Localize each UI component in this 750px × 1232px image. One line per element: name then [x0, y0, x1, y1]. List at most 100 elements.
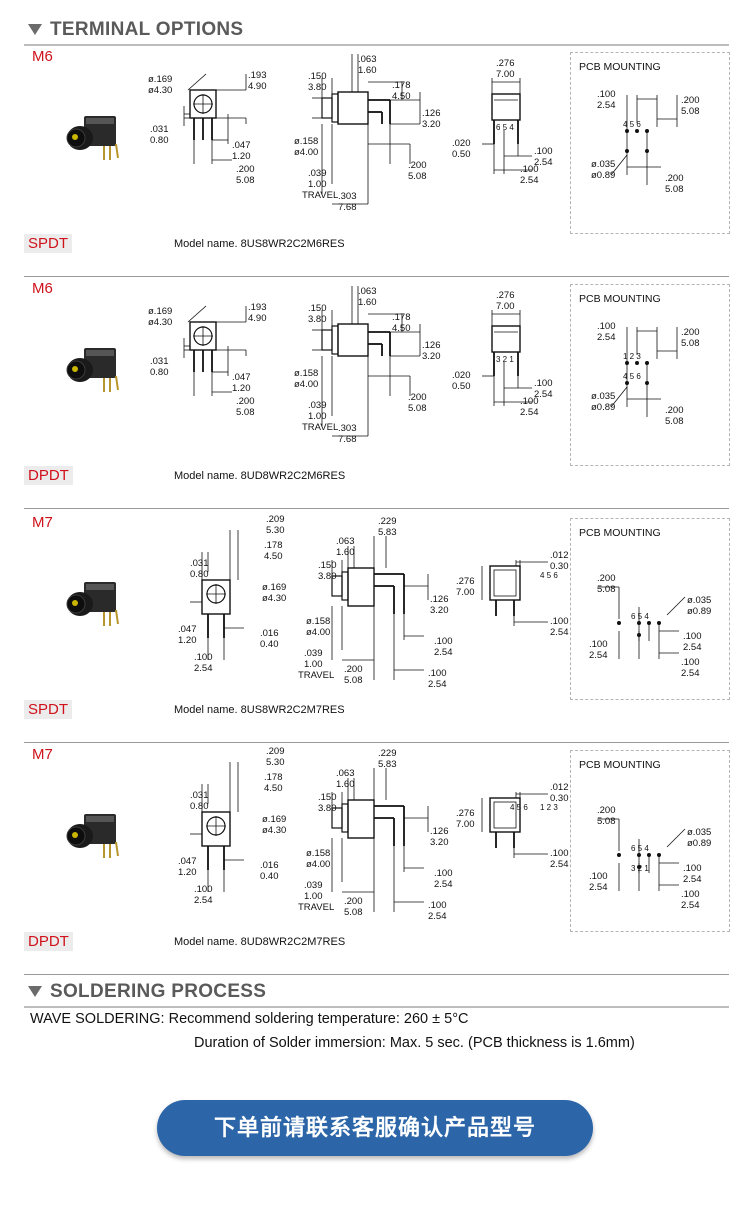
dimension-label: .100: [534, 146, 553, 157]
end-view-drawing: .012 0.30 .276 7.00 .100 2.54 1 2 3 4 5 …: [456, 782, 569, 870]
dimension-label: .276: [496, 290, 515, 301]
dimension-label: .039: [308, 168, 327, 179]
dimension-label: TRAVEL: [298, 902, 334, 913]
dimension-label: 3.80: [318, 803, 337, 814]
dimension-label: .016: [260, 860, 279, 871]
dimension-label: 5.08: [408, 403, 427, 414]
terminal-code: M7: [32, 514, 53, 531]
dimension-label: 7.00: [496, 301, 515, 312]
dimension-label: 6 5 4: [631, 612, 649, 621]
dimension-label: 2.54: [681, 668, 700, 679]
dimension-label: .209: [266, 746, 285, 757]
pcb-mounting-title: PCB MOUNTING: [579, 61, 661, 73]
dimension-label: ø.158: [294, 368, 318, 379]
dimension-label: ø4.30: [262, 593, 286, 604]
dimension-label: 7.00: [496, 69, 515, 80]
end-view-drawing: .276 7.00 .020 0.50 .100 2.54 .100 2.54 …: [452, 290, 553, 418]
dimension-label: 3.20: [422, 119, 441, 130]
dimension-label: 1.60: [336, 547, 355, 558]
dimension-label: .100: [589, 639, 608, 650]
dimension-label: ø.169: [262, 814, 286, 825]
dimension-label: 1.60: [358, 65, 377, 76]
dimension-label: 1.00: [304, 659, 323, 670]
dimension-label: 3 2 1: [631, 864, 649, 873]
dimension-label: 1.20: [178, 867, 197, 878]
dimension-label: 0.80: [150, 135, 169, 146]
dimension-label: ø4.00: [306, 627, 330, 638]
dimension-label: 5.08: [344, 907, 363, 918]
side-view-drawing: .229 5.83 .063 1.60 .150 3.80 .126 3.20 …: [298, 516, 453, 690]
pcb-mounting-panel: PCB MOUNTING .100 2.54 .200 5.08 ø.035 ø…: [570, 284, 730, 466]
dimension-label: 5.08: [665, 184, 684, 195]
side-view-drawing: .063 1.60 .150 3.80 .178 4.50 .126 3.20 …: [294, 286, 441, 445]
dimension-label: 1 2 3: [540, 803, 558, 812]
dimension-label: .100: [550, 616, 569, 627]
dimension-label: .100: [681, 657, 700, 668]
switch-photo: [66, 814, 119, 858]
dimension-label: ø0.89: [591, 170, 615, 181]
dimension-label: .031: [190, 558, 209, 569]
dimension-label: 3.20: [430, 837, 449, 848]
dimension-label: 3.20: [430, 605, 449, 616]
dimension-label: .039: [304, 880, 323, 891]
dimension-label: 5.08: [408, 171, 427, 182]
end-view-drawing: .276 7.00 .020 0.50 .100 2.54 .100 2.54 …: [452, 58, 553, 186]
dimension-label: .200: [681, 95, 700, 106]
dimension-label: .100: [428, 668, 447, 679]
soldering-process-header: SOLDERING PROCESS: [24, 980, 729, 1008]
dimension-label: 2.54: [434, 647, 453, 658]
dimension-label: .100: [683, 631, 702, 642]
dimension-label: .100: [194, 652, 213, 663]
dimension-label: .100: [520, 396, 539, 407]
dimension-label: .047: [232, 372, 251, 383]
dimension-label: .193: [248, 302, 267, 313]
front-view-drawing: .193 4.90 ø.169 ø4.30 .031 0.80 .047 1.2…: [148, 70, 267, 186]
dimension-label: .193: [248, 70, 267, 81]
dimension-label: 1.20: [232, 151, 251, 162]
model-name: Model name. 8US8WR2C2M6RES: [174, 238, 345, 250]
dimension-label: .200: [344, 664, 363, 675]
soldering-line-1: WAVE SOLDERING: Recommend soldering temp…: [30, 1011, 468, 1027]
dimension-label: .209: [266, 514, 285, 525]
pcb-mounting-title: PCB MOUNTING: [579, 759, 661, 771]
front-view-drawing: .209 5.30 .178 4.50 .031 0.80 ø.169 ø4.3…: [178, 514, 286, 674]
pcb-mounting-drawing: .200 5.08 ø.035 ø0.89 .100 2.54 .100 2.5…: [589, 573, 711, 679]
dimension-label: 3.80: [308, 82, 327, 93]
dimension-label: 2.54: [550, 859, 569, 870]
dimension-label: ø.169: [148, 74, 172, 85]
switch-photo: [66, 116, 119, 160]
dimension-label: 5.83: [378, 527, 397, 538]
pcb-mounting-panel: PCB MOUNTING .200 5.08 ø.035 ø0.89 .100 …: [570, 518, 730, 700]
dimension-label: .100: [434, 868, 453, 879]
dimension-label: .020: [452, 370, 471, 381]
collapse-triangle-icon: [28, 24, 42, 35]
dimension-label: .100: [589, 871, 608, 882]
dimension-label: ø4.30: [148, 85, 172, 96]
dimension-label: 6 5 4: [496, 123, 514, 132]
dimension-label: .150: [318, 792, 337, 803]
dimension-label: 5.08: [236, 175, 255, 186]
dimension-label: 3 2 1: [496, 355, 514, 364]
pole-type-badge: SPDT: [24, 700, 73, 719]
dimension-label: 2.54: [534, 389, 553, 400]
dimension-label: 2.54: [520, 175, 539, 186]
pcb-mounting-title: PCB MOUNTING: [579, 293, 661, 305]
dimension-label: ø.035: [591, 159, 615, 170]
dimension-label: .031: [150, 124, 169, 135]
terminal-code: M6: [32, 280, 53, 297]
dimension-label: .126: [422, 108, 441, 119]
dimension-label: 5.08: [236, 407, 255, 418]
model-name: Model name. 8US8WR2C2M7RES: [174, 704, 345, 716]
switch-photo: [66, 348, 119, 392]
soldering-label: WAVE SOLDERING:: [30, 1011, 165, 1027]
dimension-label: 4.50: [264, 551, 283, 562]
dimension-label: 2.54: [520, 407, 539, 418]
pcb-mounting-panel: PCB MOUNTING .100 2.54 .200 5.08 ø.035 ø…: [570, 52, 730, 234]
side-view-drawing: .063 1.60 .150 3.80 .178 4.50 .126 3.20 …: [294, 54, 441, 213]
dimension-label: TRAVEL: [298, 670, 334, 681]
contact-service-button[interactable]: 下单前请联系客服确认产品型号: [157, 1100, 593, 1156]
dimension-label: .047: [232, 140, 251, 151]
dimension-label: .200: [236, 164, 255, 175]
pole-type-badge: SPDT: [24, 234, 73, 253]
dimension-label: .063: [358, 54, 377, 65]
